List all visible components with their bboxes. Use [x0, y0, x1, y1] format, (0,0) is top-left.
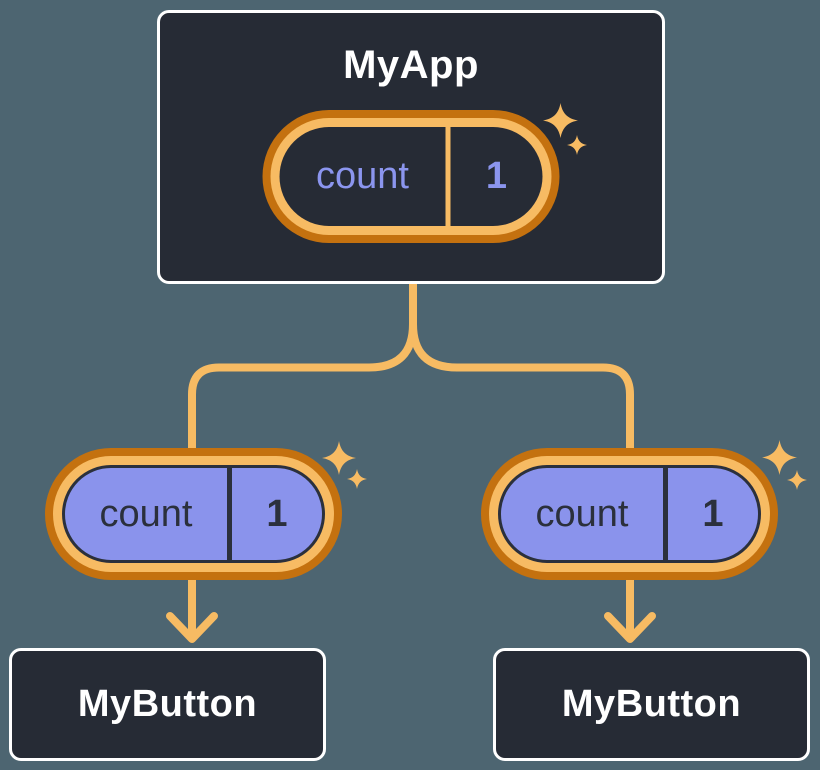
sparkle-icon: [322, 441, 356, 475]
pill-divider: [445, 127, 451, 226]
state-pill-right: count 1: [481, 448, 778, 580]
node-mybutton-left: MyButton: [9, 648, 326, 761]
sparkle-icon: [567, 135, 587, 155]
state-pill-left-ring: count 1: [53, 456, 334, 572]
pill-divider: [227, 468, 232, 560]
state-pill-left: count 1: [45, 448, 342, 580]
sparkle-icon: [762, 440, 797, 475]
node-mybutton-right-title: MyButton: [561, 683, 742, 725]
state-value-root: 1: [485, 155, 507, 197]
node-myapp: MyApp count 1: [157, 10, 665, 284]
pill-divider: [663, 468, 668, 560]
node-myapp-title: MyApp: [343, 43, 479, 87]
state-pill-right-ring: count 1: [489, 456, 770, 572]
sparkle-icon: [787, 470, 807, 490]
arrowhead-down-left-icon: [166, 612, 218, 643]
sparkle-icon: [543, 103, 578, 138]
node-mybutton-left-title: MyButton: [77, 683, 258, 725]
node-mybutton-right: MyButton: [493, 648, 810, 761]
state-value-right: 1: [702, 492, 724, 535]
connector-right-branch: [409, 279, 634, 641]
state-name-left: count: [99, 492, 193, 535]
state-name-root: count: [315, 155, 409, 197]
state-pill-root: count 1: [262, 110, 560, 243]
state-pill-root-ring: count 1: [270, 118, 552, 235]
state-name-right: count: [535, 492, 629, 535]
sparkle-icon: [347, 469, 367, 489]
state-value-left: 1: [266, 492, 288, 535]
arrowhead-down-right-icon: [604, 612, 656, 643]
connector-left-branch: [188, 279, 417, 641]
